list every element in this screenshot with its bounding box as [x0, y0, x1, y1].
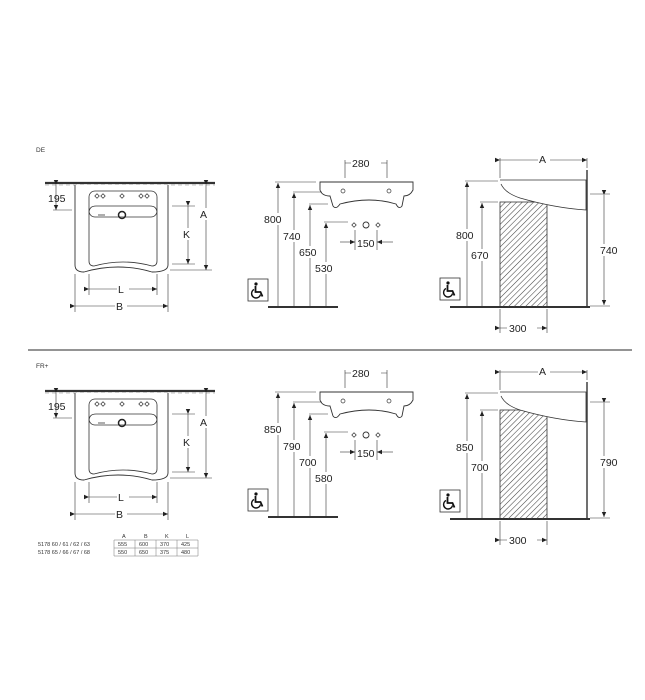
table-cell: 555 [118, 542, 127, 548]
table-header-K: K [165, 534, 169, 540]
table-row-models: 5178 65 / 66 / 67 / 68 [38, 550, 90, 556]
section-view: A 800 670 740 300 [439, 153, 620, 335]
dim-height-1: 850 [264, 424, 282, 436]
table-cell: 425 [181, 542, 190, 548]
dim-L: L [118, 492, 124, 504]
side-view: 280 150 850 790 700 580 [247, 367, 414, 518]
table-cell: 600 [139, 542, 148, 548]
dim-height-left-2: 670 [471, 250, 489, 262]
dimension-table: A B K L 5178 60 / 61 / 62 / 63 555 600 3… [38, 534, 199, 557]
dim-height-left-1: 800 [456, 230, 474, 242]
dim-A-depth: A [539, 366, 546, 378]
table-row: 5178 60 / 61 / 62 / 63 555 600 370 425 [38, 542, 190, 548]
dim-B: B [116, 301, 123, 313]
top-view: 195 K A L B [45, 180, 215, 313]
dim-height-right: 790 [600, 457, 618, 469]
dim-A-depth: A [539, 154, 546, 166]
dim-height-3: 650 [299, 247, 317, 259]
dim-height-2: 790 [283, 441, 301, 453]
dim-195: 195 [48, 401, 66, 413]
top-view: 195 K A L B [45, 388, 215, 521]
table-cell: 480 [181, 550, 190, 556]
section-de: DE 195 K A [36, 147, 620, 335]
dim-B: B [116, 509, 123, 521]
table-row: 5178 65 / 66 / 67 / 68 550 650 375 480 [38, 550, 190, 556]
dim-height-right: 740 [600, 245, 618, 257]
wheelchair-icon [247, 488, 269, 512]
table-cell: 375 [160, 550, 169, 556]
dim-K: K [183, 437, 190, 449]
table-header-A: A [122, 534, 126, 540]
dim-280: 280 [352, 158, 370, 170]
dim-L: L [118, 284, 124, 296]
dim-height-4: 530 [315, 263, 333, 275]
dim-300: 300 [509, 535, 527, 547]
table-header-B: B [144, 534, 148, 540]
wheelchair-icon [439, 489, 461, 513]
dim-150: 150 [357, 238, 375, 250]
dim-150: 150 [357, 448, 375, 460]
side-view: 280 150 800 740 650 [247, 157, 414, 308]
dim-height-4: 580 [315, 473, 333, 485]
table-row-models: 5178 60 / 61 / 62 / 63 [38, 542, 90, 548]
dim-height-left-1: 850 [456, 442, 474, 454]
table-cell: 550 [118, 550, 127, 556]
section-fr: FR+ 195 K A [36, 363, 620, 557]
dim-height-1: 800 [264, 214, 282, 226]
region-label: FR+ [36, 363, 49, 370]
dim-280: 280 [352, 368, 370, 380]
dim-195: 195 [48, 193, 66, 205]
dim-K: K [183, 229, 190, 241]
wheelchair-icon [439, 277, 461, 301]
table-cell: 370 [160, 542, 169, 548]
dim-height-left-2: 700 [471, 462, 489, 474]
section-view: A 850 700 790 300 [439, 365, 620, 547]
table-cell: 650 [139, 550, 148, 556]
dim-A: A [200, 209, 207, 221]
dim-height-3: 700 [299, 457, 317, 469]
wheelchair-icon [247, 278, 269, 302]
dim-height-2: 740 [283, 231, 301, 243]
dim-300: 300 [509, 323, 527, 335]
table-header-L: L [186, 534, 189, 540]
dim-A: A [200, 417, 207, 429]
region-label: DE [36, 147, 46, 154]
